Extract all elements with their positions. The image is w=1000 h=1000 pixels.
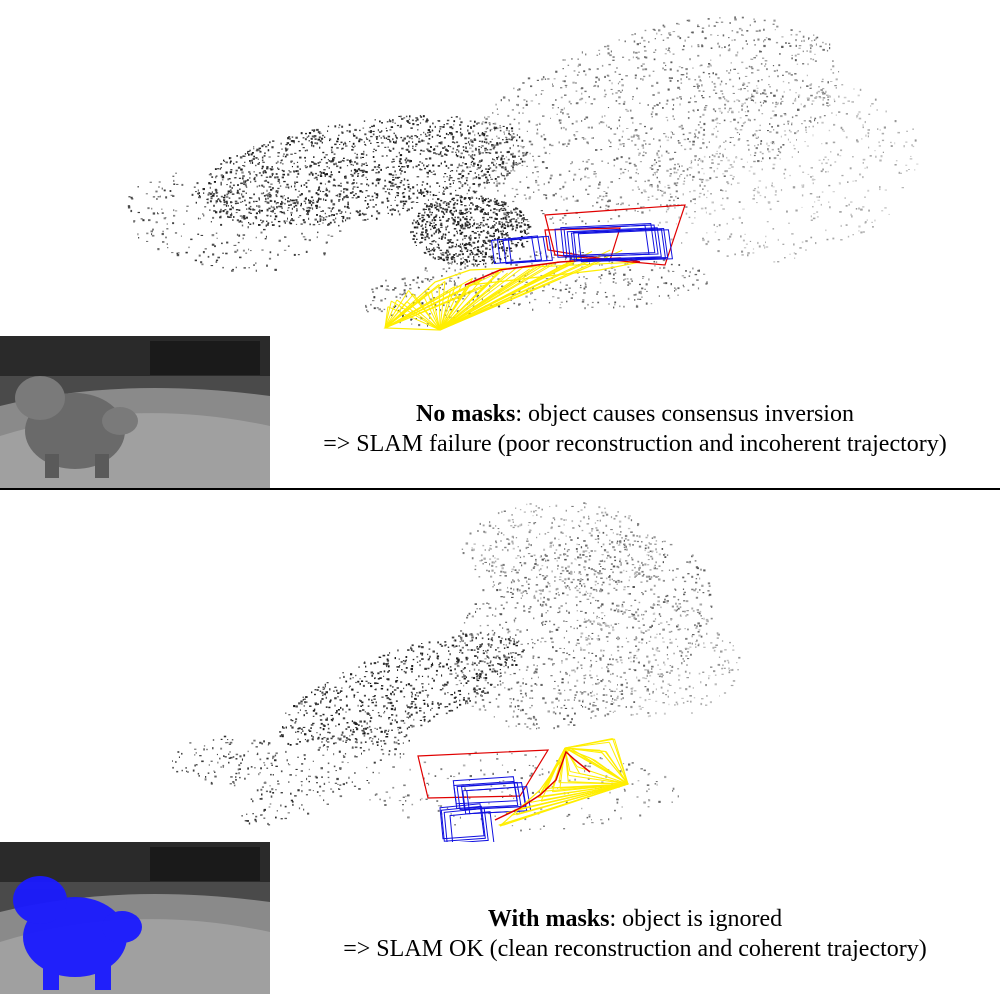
- point-cluster: [127, 171, 342, 272]
- monitor-shape: [150, 847, 260, 881]
- trajectory-fan: [384, 271, 499, 329]
- caption-no-masks: No masks: object causes consensus invers…: [270, 399, 1000, 459]
- monitor-shape: [150, 341, 260, 375]
- caption-line-2: => SLAM failure (poor reconstruction and…: [323, 431, 947, 457]
- point-cluster: [458, 16, 840, 225]
- keyframes-blue: [490, 235, 553, 265]
- point-cloud-no-masks: [127, 16, 919, 331]
- caption-line-1: No masks: object causes consensus invers…: [270, 399, 1000, 429]
- masked-object-shape: [13, 876, 142, 990]
- point-cluster: [410, 195, 532, 267]
- panel-with-masks: With masks: object is ignored => SLAM OK…: [0, 490, 1000, 1000]
- point-cluster: [643, 79, 919, 263]
- keyframes-blue: [439, 803, 495, 842]
- point-cluster: [172, 735, 289, 787]
- caption-line-2: => SLAM OK (clean reconstruction and coh…: [343, 936, 927, 962]
- point-cluster: [195, 115, 529, 228]
- keyframes-blue: [554, 223, 673, 263]
- point-cluster: [449, 531, 713, 730]
- point-cluster: [241, 718, 415, 826]
- caption-rest: : object is ignored: [609, 906, 783, 932]
- point-cluster: [461, 502, 661, 600]
- caption-with-masks: With masks: object is ignored => SLAM OK…: [270, 904, 1000, 964]
- trajectory-fan: [387, 249, 623, 331]
- trajectory-path: [494, 750, 591, 821]
- point-cluster: [279, 632, 525, 748]
- caption-line-1: With masks: object is ignored: [270, 904, 1000, 934]
- plush-toy-shape: [15, 376, 138, 478]
- trajectory-outline: [383, 261, 641, 331]
- panel-no-masks: No masks: object causes consensus invers…: [0, 0, 1000, 488]
- keyframe-red: [417, 749, 550, 799]
- caption-rest: : object causes consensus inversion: [515, 401, 854, 427]
- caption-bold-label: With masks: [487, 906, 610, 932]
- camera-frame-with-masks: [0, 842, 270, 994]
- point-cloud-with-masks: [172, 502, 741, 842]
- panel-divider: [0, 488, 1000, 490]
- keyframe-red: [544, 204, 686, 266]
- trajectory-outline: [499, 747, 630, 827]
- point-cluster: [561, 600, 741, 718]
- caption-bold-label: No masks: [416, 401, 516, 427]
- camera-frame-no-masks: [0, 336, 270, 488]
